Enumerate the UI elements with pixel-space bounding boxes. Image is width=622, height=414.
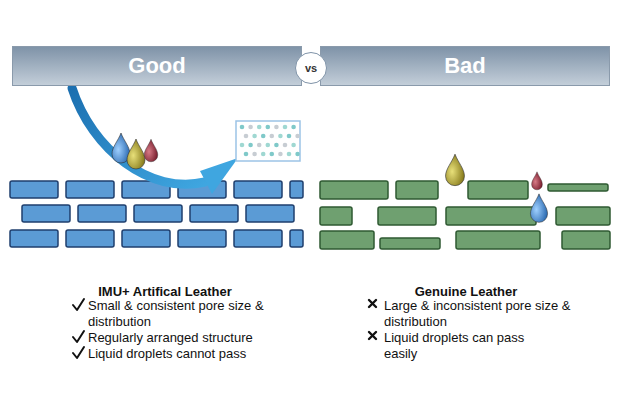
header-label: Good	[128, 53, 185, 79]
curved-arrow	[72, 88, 205, 184]
brick	[22, 205, 70, 222]
brick	[556, 207, 610, 225]
column-title: IMU+ Artifical Leather	[60, 284, 270, 300]
pore-dot	[295, 134, 300, 139]
pore-dot	[252, 134, 257, 139]
cross-item: Large & inconsistent pore size & distrib…	[384, 298, 574, 330]
droplets	[112, 133, 548, 222]
pore-dot	[240, 125, 245, 130]
vs-circle: vs	[295, 52, 327, 84]
check-item: Regularly arranged structure	[88, 330, 288, 346]
arrow-head	[200, 158, 238, 194]
pore-box	[236, 121, 300, 161]
brick	[234, 181, 282, 198]
droplet	[144, 139, 158, 162]
cross-item: Liquid droplets can pass easily	[384, 330, 544, 362]
header-label: Bad	[444, 53, 486, 79]
vs-label: vs	[305, 62, 317, 74]
pore-dot	[244, 152, 249, 157]
check-item: Liquid droplets cannot pass	[88, 346, 288, 362]
check-marks	[73, 299, 84, 358]
brick	[468, 181, 528, 199]
regular-bricks	[10, 181, 303, 247]
droplet	[127, 139, 145, 169]
brick	[290, 181, 303, 198]
brick	[190, 205, 238, 222]
brick	[446, 207, 536, 225]
pore-dot	[287, 152, 292, 157]
pore-dot	[270, 152, 275, 157]
brick	[134, 205, 182, 222]
pore-dot	[278, 152, 283, 157]
brick	[122, 230, 170, 247]
brick	[290, 230, 303, 247]
brick	[320, 207, 352, 225]
pore-dot	[283, 125, 288, 130]
pore-dot	[266, 143, 271, 148]
pore-dot	[274, 125, 279, 130]
droplet	[446, 154, 465, 186]
pore-dot	[266, 125, 271, 130]
brick	[380, 238, 440, 249]
pore-dot	[261, 152, 266, 157]
brick	[320, 231, 374, 249]
brick	[320, 181, 388, 199]
pore-dot	[274, 143, 279, 148]
brick	[234, 230, 282, 247]
irregular-bricks	[320, 181, 610, 249]
brick	[66, 230, 114, 247]
brick	[178, 230, 226, 247]
brick	[10, 181, 58, 198]
check-item: Small & consistent pore size & distribut…	[88, 298, 270, 330]
cross-marks	[369, 300, 376, 339]
pore-dot	[257, 125, 262, 130]
pore-dot	[244, 134, 249, 139]
brick	[396, 181, 438, 199]
brick	[562, 231, 610, 249]
brick	[246, 205, 294, 222]
brick	[10, 230, 58, 247]
pore-dot	[283, 143, 288, 148]
pore-dots	[240, 125, 300, 157]
header-bar: Good	[12, 46, 302, 86]
column-title: Genuine Leather	[360, 284, 572, 300]
brick	[66, 181, 114, 198]
droplet	[530, 194, 547, 223]
pore-dot	[287, 134, 292, 139]
pore-dot	[248, 125, 253, 130]
pore-dot	[240, 143, 245, 148]
pore-dot	[248, 143, 253, 148]
pore-dot	[270, 134, 275, 139]
pore-dot	[291, 125, 296, 130]
pore-dot	[261, 134, 266, 139]
header-bar: Bad	[320, 46, 610, 86]
brick	[378, 207, 436, 225]
pore-dot	[257, 143, 262, 148]
pore-dot	[295, 152, 300, 157]
brick	[78, 205, 126, 222]
pore-dot	[291, 143, 296, 148]
brick	[548, 184, 608, 191]
droplet	[532, 172, 543, 190]
brick	[456, 231, 540, 249]
pore-dot	[278, 134, 283, 139]
pore-dot	[252, 152, 257, 157]
